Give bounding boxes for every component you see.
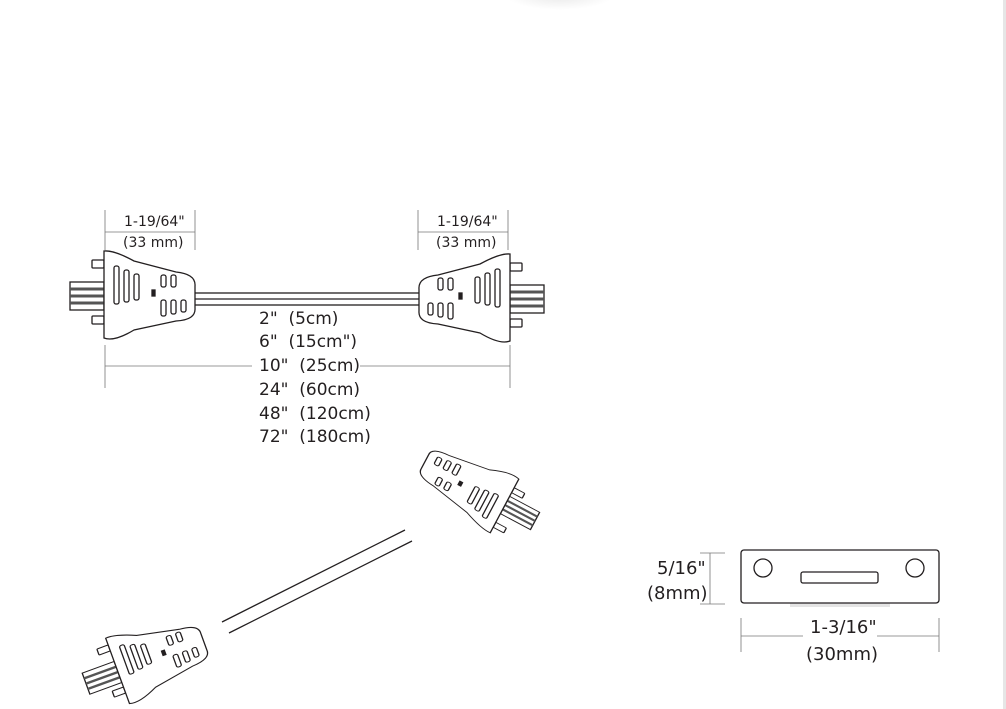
right-connector-dim-inch: 1-19/64" xyxy=(437,214,498,230)
left-connector-dim-inch: 1-19/64" xyxy=(124,214,185,230)
cable-perspective-view xyxy=(72,434,551,709)
cable-length-option: 72" (180cm) xyxy=(259,427,371,447)
left-connector-dim-mm: (33 mm) xyxy=(123,235,184,251)
right-edge-divider xyxy=(1003,0,1006,709)
top-shadow xyxy=(505,0,615,10)
cable-length-option: 24" (60cm) xyxy=(259,380,361,400)
dimension-lines xyxy=(104,210,940,652)
end-view-height-inch: 5/16" xyxy=(657,558,706,579)
connector-end-view xyxy=(740,549,940,607)
end-view-height-mm: (8mm) xyxy=(647,583,708,604)
cable-length-option: 6" (15cm") xyxy=(259,332,358,352)
cable-length-option: 2" (5cm) xyxy=(259,309,339,329)
cable-length-option: 48" (120cm) xyxy=(259,404,371,424)
cable-length-option: 10" (25cm) xyxy=(259,356,361,376)
end-view-width-inch: 1-3/16" xyxy=(810,617,877,638)
end-view-width-mm: (30mm) xyxy=(806,644,879,665)
cable-top-view xyxy=(68,249,546,344)
right-connector-dim-mm: (33 mm) xyxy=(436,235,497,251)
